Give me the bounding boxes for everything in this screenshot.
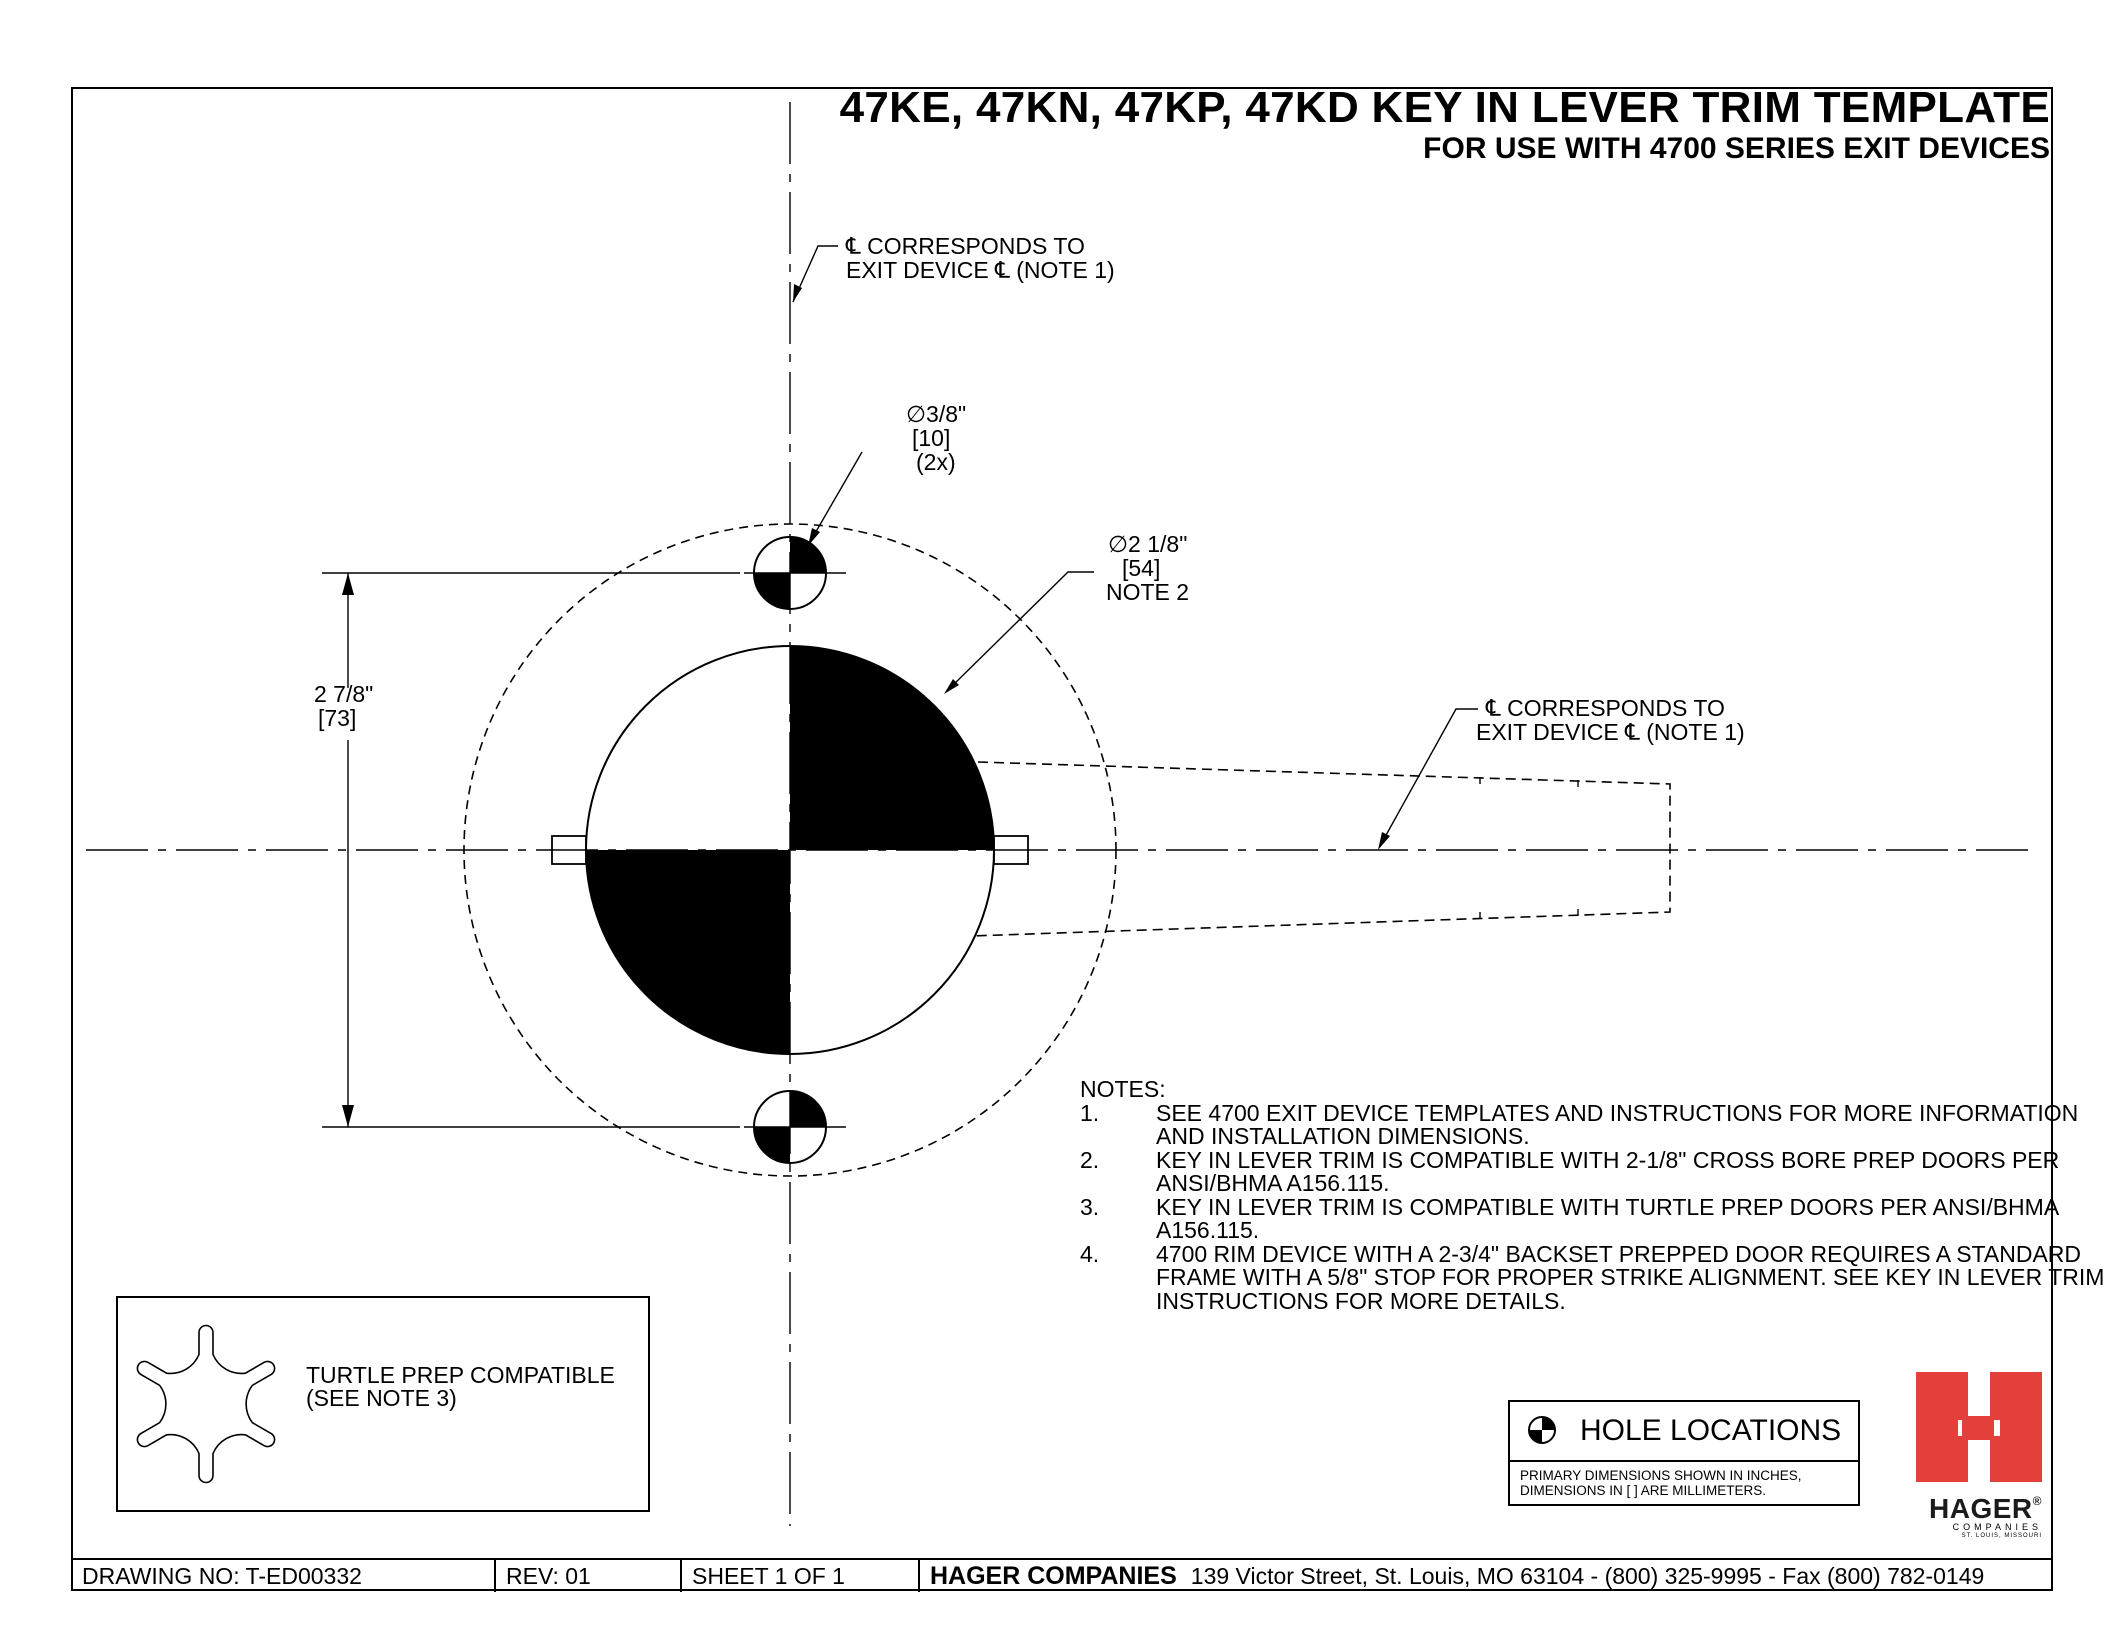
drawing-title: 47KE, 47KN, 47KP, 47KD KEY IN LEVER TRIM… (840, 86, 2050, 164)
company-info: HAGER COMPANIES 139 Victor Street, St. L… (920, 1560, 2052, 1592)
leader-arrow (808, 528, 820, 546)
large-hole-diameter: ∅2 1/8" (1108, 531, 1187, 557)
logo-wordmark: HAGER® (1916, 1495, 2042, 1523)
hole-spacing-dimension (322, 572, 740, 1128)
legend-units-note: PRIMARY DIMENSIONS SHOWN IN INCHES, DIME… (1510, 1462, 1858, 1504)
title-subtitle: FOR USE WITH 4700 SERIES EXIT DEVICES (1423, 132, 2050, 165)
leader-small-hole (809, 451, 863, 543)
logo-word: HAGER (1929, 1493, 2033, 1524)
leader-right-centerline (1379, 708, 1478, 847)
drawing-number: DRAWING NO: T-ED00332 (72, 1560, 496, 1592)
sheet-number: SHEET 1 OF 1 (682, 1560, 920, 1592)
top-mounting-hole-target (744, 536, 846, 610)
note-number: 1. (1080, 1099, 1100, 1126)
dimension-arrow-top (342, 573, 354, 595)
bottom-mounting-hole-target (744, 1090, 846, 1164)
legend-header: HOLE LOCATIONS (1510, 1402, 1858, 1462)
note-text: SEE 4700 EXIT DEVICE TEMPLATES AND INSTR… (1156, 1099, 2079, 1149)
dimension-arrow-bottom (342, 1105, 354, 1127)
title-block: DRAWING NO: T-ED00332 REV: 01 SHEET 1 OF… (72, 1558, 2052, 1592)
turtle-prep-line-1: TURTLE PREP COMPATIBLE (306, 1362, 615, 1388)
hole-locations-legend: HOLE LOCATIONS PRIMARY DIMENSIONS SHOWN … (1508, 1400, 1860, 1506)
large-hole-note: NOTE 2 (1106, 579, 1189, 605)
title-main: 47KE, 47KN, 47KP, 47KD KEY IN LEVER TRIM… (839, 83, 2050, 132)
note-text: KEY IN LEVER TRIM IS COMPATIBLE WITH TUR… (1156, 1193, 2058, 1243)
revision: REV: 01 (496, 1560, 682, 1592)
turtle-prep-box: TURTLE PREP COMPATIBLE (SEE NOTE 3) (116, 1296, 650, 1512)
note-item: 2. KEY IN LEVER TRIM IS COMPATIBLE WITH … (1080, 1146, 2106, 1196)
note-item: 4. 4700 RIM DEVICE WITH A 2-3/4" BACKSET… (1080, 1240, 2106, 1314)
notes-heading: NOTES: (1080, 1076, 1166, 1102)
centerline-top-label-2: EXIT DEVICE ℄ (NOTE 1) (846, 257, 1115, 283)
company-address: 139 Victor Street, St. Louis, MO 63104 -… (1190, 1562, 1985, 1589)
lever-outline (795, 761, 1671, 943)
notes-block: NOTES: 1. SEE 4700 EXIT DEVICE TEMPLATES… (1080, 1076, 2106, 1314)
note-item: 3. KEY IN LEVER TRIM IS COMPATIBLE WITH … (1080, 1193, 2106, 1243)
sheet-border (71, 87, 2053, 1591)
note-number: 3. (1080, 1193, 1100, 1220)
small-hole-mm: [10] (912, 425, 950, 451)
small-hole-diameter: ∅3/8" (906, 401, 966, 427)
spacing-mm: [73] (318, 705, 356, 731)
leader-arrow (944, 679, 959, 694)
logo-subtitle: COMPANIES (1952, 1522, 2042, 1532)
leader-arrow (1378, 832, 1390, 850)
note-item: 1. SEE 4700 EXIT DEVICE TEMPLATES AND IN… (1080, 1099, 2106, 1149)
note-text: KEY IN LEVER TRIM IS COMPATIBLE WITH 2-1… (1156, 1146, 2060, 1196)
company-name: HAGER COMPANIES (930, 1561, 1177, 1590)
hole-locations-symbol (1528, 1416, 1556, 1444)
turtle-prep-icon (136, 1324, 276, 1484)
dimension-labels: ℄ CORRESPONDS TO EXIT DEVICE ℄ (NOTE 1) … (314, 233, 1745, 745)
small-hole-quantity: (2x) (916, 449, 956, 475)
logo-location: ST. LOUIS, MISSOURI (1961, 1532, 2042, 1539)
turtle-prep-label: TURTLE PREP COMPATIBLE (SEE NOTE 3) (306, 1364, 615, 1410)
legend-units-line-1: PRIMARY DIMENSIONS SHOWN IN INCHES, (1520, 1468, 1802, 1483)
leader-arrow (793, 284, 802, 302)
leader-large-hole (947, 571, 1094, 691)
legend-title: HOLE LOCATIONS (1580, 1414, 1842, 1447)
large-hole-mm: [54] (1122, 555, 1160, 581)
spacing-inches: 2 7/8" (314, 681, 373, 707)
centerline-right-label-1: ℄ CORRESPONDS TO (1485, 695, 1725, 721)
centerline-top-label-1: ℄ CORRESPONDS TO (845, 233, 1085, 259)
logo-registered: ® (2032, 1494, 2042, 1508)
hager-logo: HAGER® COMPANIES ST. LOUIS, MISSOURI (1916, 1372, 2042, 1540)
turtle-prep-line-2: (SEE NOTE 3) (306, 1385, 457, 1411)
note-text: 4700 RIM DEVICE WITH A 2-3/4" BACKSET PR… (1156, 1240, 2105, 1314)
note-number: 4. (1080, 1240, 1100, 1267)
hager-logo-mark (1916, 1372, 2042, 1482)
leader-top-centerline (792, 245, 838, 303)
centerline-right-label-2: EXIT DEVICE ℄ (NOTE 1) (1476, 719, 1745, 745)
note-number: 2. (1080, 1146, 1100, 1173)
legend-units-line-2: DIMENSIONS IN [ ] ARE MILLIMETERS. (1520, 1483, 1767, 1498)
